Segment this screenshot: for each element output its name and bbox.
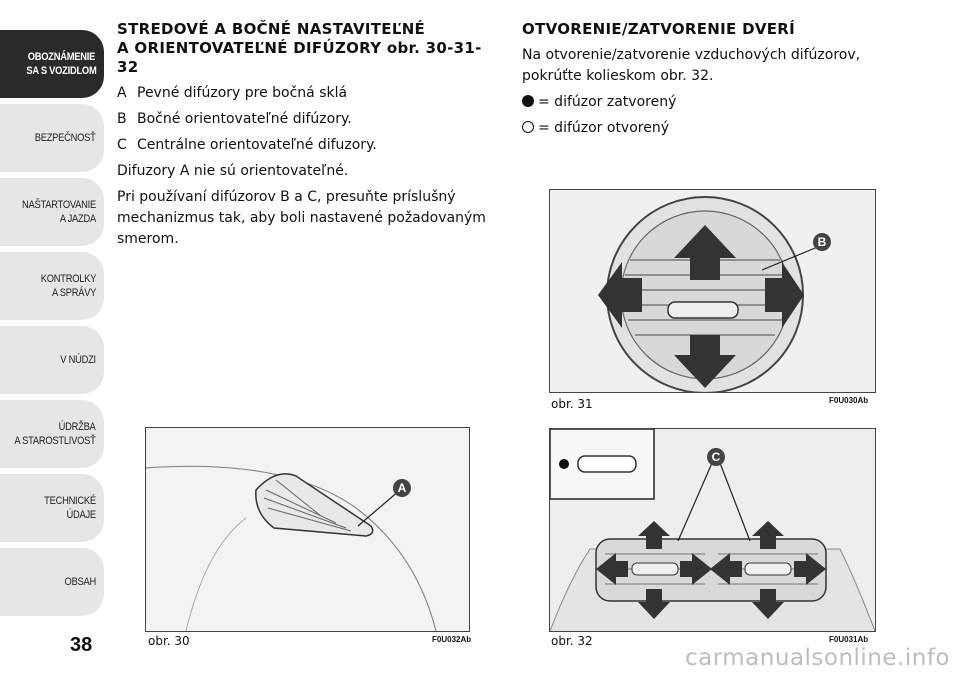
- left-column: STREDOVÉ A BOČNÉ NASTAVITEĽNÉ A ORIENTOV…: [117, 20, 502, 255]
- tab-label: OBOZNÁMENIE SA S VOZIDLOM: [25, 51, 96, 77]
- round-vent-illustration: B: [550, 190, 875, 392]
- paragraph: Na otvorenie/zatvorenie vzduchových difú…: [522, 47, 861, 84]
- filled-circle-icon: [522, 95, 534, 107]
- item-text: Centrálne orientovateľné difuzory.: [137, 137, 377, 153]
- figure-code: F0U030Ab: [829, 396, 869, 405]
- item-text: Pevné difúzory pre bočná sklá: [137, 85, 348, 101]
- legend-text: = difúzor otvorený: [538, 120, 670, 136]
- tab-label: OBSAH: [64, 576, 97, 588]
- callout-b: [813, 233, 831, 251]
- legend-text: = difúzor zatvorený: [538, 94, 677, 110]
- item-key: C: [117, 137, 127, 153]
- tab-label: ÚDRŽBA A STAROSTLIVOSŤ: [14, 421, 96, 447]
- section-heading: STREDOVÉ A BOČNÉ NASTAVITEĽNÉ A ORIENTOV…: [117, 20, 502, 77]
- figure-32-central-vents: C: [549, 428, 876, 632]
- figure-code: F0U032Ab: [432, 635, 472, 644]
- figure-caption: obr. 32: [551, 634, 593, 648]
- figure-caption: obr. 30: [148, 634, 190, 648]
- list-item: B Bočné orientovateľné difúzory.: [117, 109, 502, 130]
- right-column: OTVORENIE/ZATVORENIE DVERÍ Na otvorenie/…: [522, 20, 922, 144]
- tab-label: V NÚDZI: [60, 354, 96, 366]
- callout-c: [707, 448, 725, 466]
- figure-caption: obr. 31: [551, 397, 593, 411]
- tab-oboznamenie[interactable]: OBOZNÁMENIE SA S VOZIDLOM: [0, 30, 104, 98]
- list-item: C Centrálne orientovateľné difuzory.: [117, 135, 502, 156]
- callout-a: [393, 479, 411, 497]
- heading-line-1: STREDOVÉ A BOČNÉ NASTAVITEĽNÉ: [117, 20, 426, 38]
- tab-label: TECHNICKÉ ÚDAJE: [44, 495, 96, 521]
- side-vent-illustration: A: [146, 428, 469, 631]
- open-circle-icon: [522, 121, 534, 133]
- figure-30-side-vent: A: [145, 427, 470, 632]
- tab-v-nudzi[interactable]: V NÚDZI: [0, 326, 104, 394]
- heading-figure-ref: obr. 30-31-32: [117, 39, 482, 76]
- chapter-tabs: OBOZNÁMENIE SA S VOZIDLOM BEZPEČNOSŤ NAŠ…: [0, 30, 104, 622]
- central-vents-illustration: C: [550, 429, 875, 631]
- legend-open: = difúzor otvorený: [522, 118, 922, 139]
- tab-label: NAŠTARTOVANIE A JAZDA: [22, 199, 96, 225]
- legend-closed: = difúzor zatvorený: [522, 92, 922, 113]
- callout-label: A: [398, 481, 407, 495]
- item-key: A: [117, 85, 127, 101]
- paragraph: Pri používaní difúzorov B a C, presuňte …: [117, 189, 486, 247]
- item-text: Bočné orientovateľné difúzory.: [137, 111, 352, 127]
- tab-udrzba[interactable]: ÚDRŽBA A STAROSTLIVOSŤ: [0, 400, 104, 468]
- tab-nastartovanie[interactable]: NAŠTARTOVANIE A JAZDA: [0, 178, 104, 246]
- heading-line-2: A ORIENTOVATEĽNÉ DIFÚZORY: [117, 39, 382, 57]
- watermark: carmanualsonline.info: [684, 645, 950, 671]
- tab-bezpecnost[interactable]: BEZPEČNOSŤ: [0, 104, 104, 172]
- tab-kontrolky[interactable]: KONTROLKY A SPRÁVY: [0, 252, 104, 320]
- paragraph: Difuzory A nie sú orientovateľné.: [117, 163, 349, 179]
- item-key: B: [117, 111, 127, 127]
- tab-label: KONTROLKY A SPRÁVY: [40, 273, 97, 299]
- page-number: 38: [70, 634, 93, 656]
- section-heading: OTVORENIE/ZATVORENIE DVERÍ: [522, 20, 796, 38]
- figure-code: F0U031Ab: [829, 635, 869, 644]
- tab-obsah[interactable]: OBSAH: [0, 548, 104, 616]
- tab-technicke[interactable]: TECHNICKÉ ÚDAJE: [0, 474, 104, 542]
- figure-31-round-vent: B: [549, 189, 876, 393]
- list-item: A Pevné difúzory pre bočná sklá: [117, 83, 502, 104]
- callout-label: B: [818, 235, 827, 249]
- callout-label: C: [712, 450, 721, 464]
- tab-label: BEZPEČNOSŤ: [35, 132, 96, 144]
